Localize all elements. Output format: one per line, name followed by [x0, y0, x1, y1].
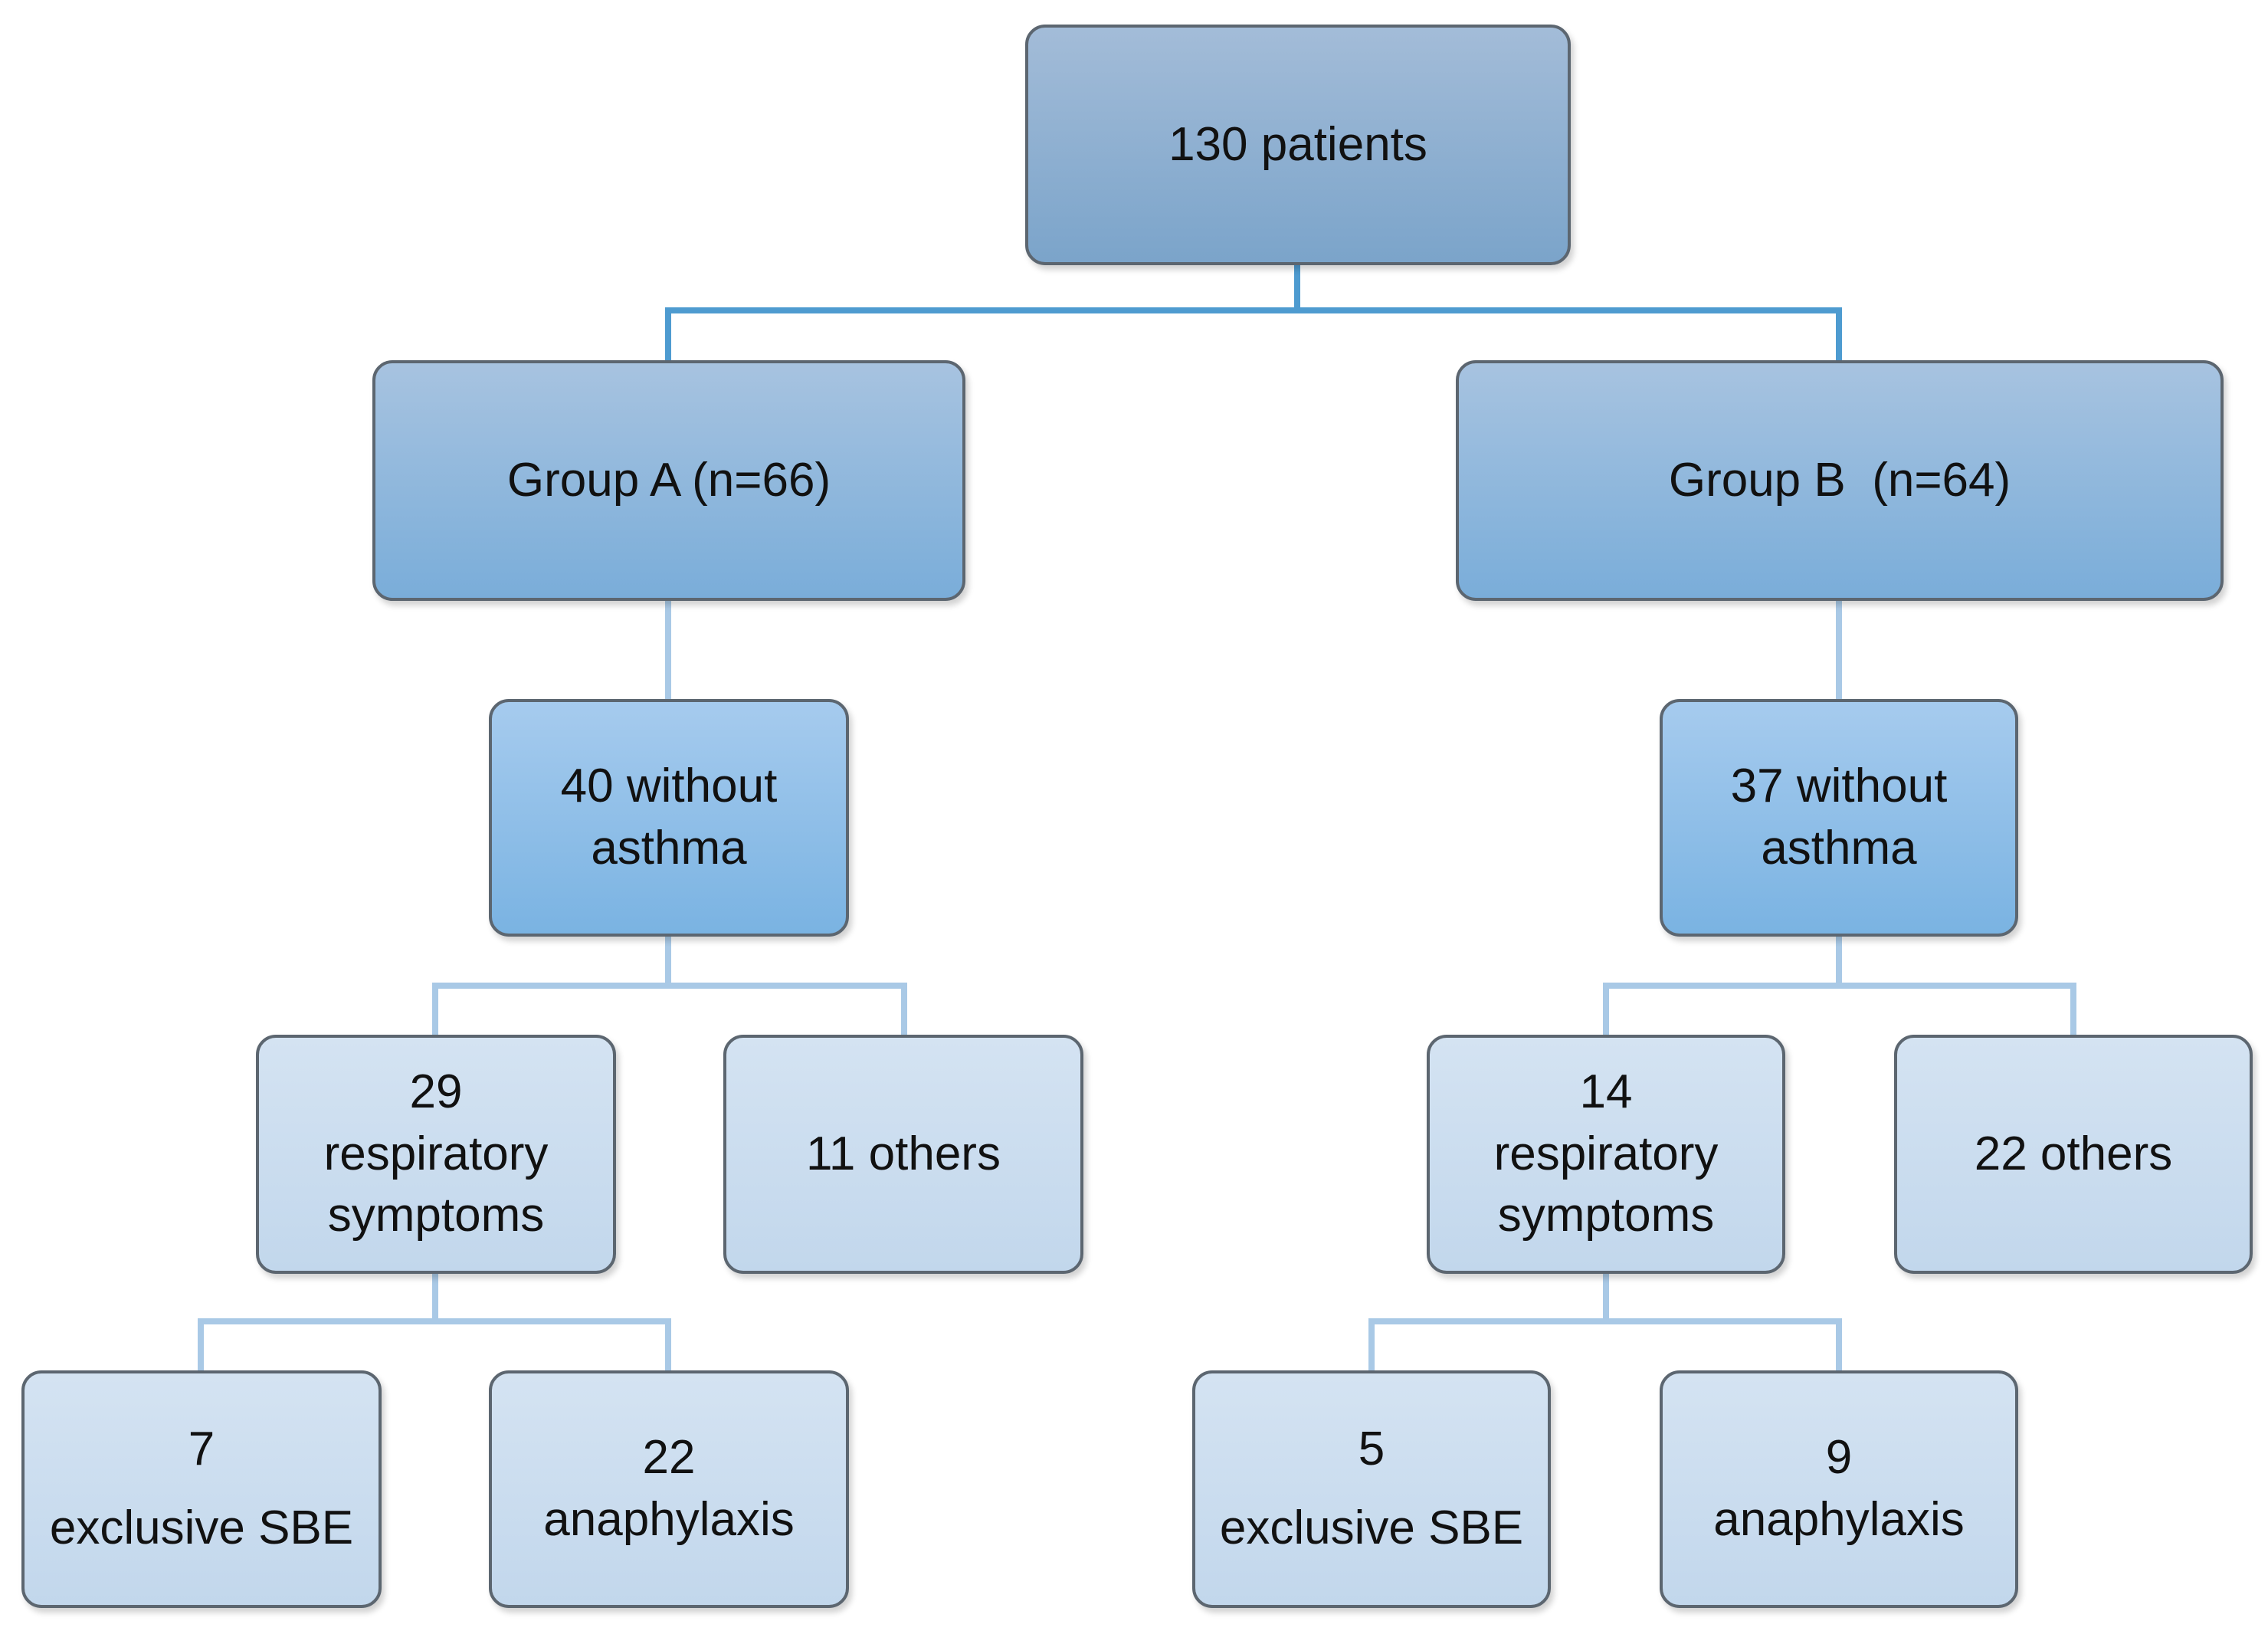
exclusive-sbe-count: 5 — [1358, 1423, 1385, 1476]
without-asthma-connectors — [432, 937, 2076, 1035]
root-connector — [665, 265, 1842, 360]
group-a-box: Group A (n=66) — [372, 360, 965, 601]
respiratory-label-line1: respiratory — [323, 1127, 549, 1180]
group-b-box: Group B (n=64) — [1456, 360, 2224, 601]
group-a-label: Group A (n=66) — [506, 453, 831, 507]
root-box: 130 patients — [1025, 25, 1571, 265]
group-a-anaphylaxis-box: 22 anaphylaxis — [489, 1370, 849, 1608]
respiratory-connectors — [198, 1274, 1842, 1370]
root-label: 130 patients — [1168, 117, 1427, 171]
group-a-respiratory-box: 29 respiratory symptoms — [256, 1035, 616, 1274]
respiratory-label-line2: symptoms — [327, 1189, 545, 1242]
group-b-anaphylaxis-box: 9 anaphylaxis — [1660, 1370, 2018, 1608]
group-a-others-box: 11 others — [723, 1035, 1083, 1274]
exclusive-sbe-label: exclusive SBE — [1219, 1501, 1524, 1554]
respiratory-count: 29 — [409, 1065, 463, 1119]
anaphylaxis-count: 22 — [642, 1431, 696, 1485]
group-b-exclusive-sbe-box: 5 exclusive SBE — [1192, 1370, 1551, 1608]
without-asthma-label: asthma — [1761, 822, 1917, 875]
without-asthma-count: 40 without — [560, 760, 778, 813]
respiratory-label-line1: respiratory — [1493, 1127, 1719, 1180]
group-b-respiratory-box: 14 respiratory symptoms — [1427, 1035, 1785, 1274]
group-b-others-box: 22 others — [1894, 1035, 2253, 1274]
anaphylaxis-label: anaphylaxis — [543, 1493, 795, 1546]
respiratory-label-line2: symptoms — [1497, 1189, 1715, 1242]
without-asthma-count: 37 without — [1730, 760, 1948, 813]
respiratory-count: 14 — [1579, 1065, 1633, 1119]
anaphylaxis-label: anaphylaxis — [1713, 1493, 1965, 1546]
anaphylaxis-count: 9 — [1825, 1431, 1853, 1485]
group-b-label: Group B (n=64) — [1668, 453, 2011, 507]
others-label: 22 others — [1974, 1127, 2173, 1180]
group-connectors — [665, 601, 1842, 699]
group-a-exclusive-sbe-box: 7 exclusive SBE — [21, 1370, 382, 1608]
group-b-without-asthma-box: 37 without asthma — [1660, 699, 2018, 937]
exclusive-sbe-count: 7 — [188, 1423, 215, 1476]
exclusive-sbe-label: exclusive SBE — [49, 1501, 354, 1554]
without-asthma-label: asthma — [591, 822, 747, 875]
others-label: 11 others — [806, 1127, 1001, 1180]
group-a-without-asthma-box: 40 without asthma — [489, 699, 849, 937]
